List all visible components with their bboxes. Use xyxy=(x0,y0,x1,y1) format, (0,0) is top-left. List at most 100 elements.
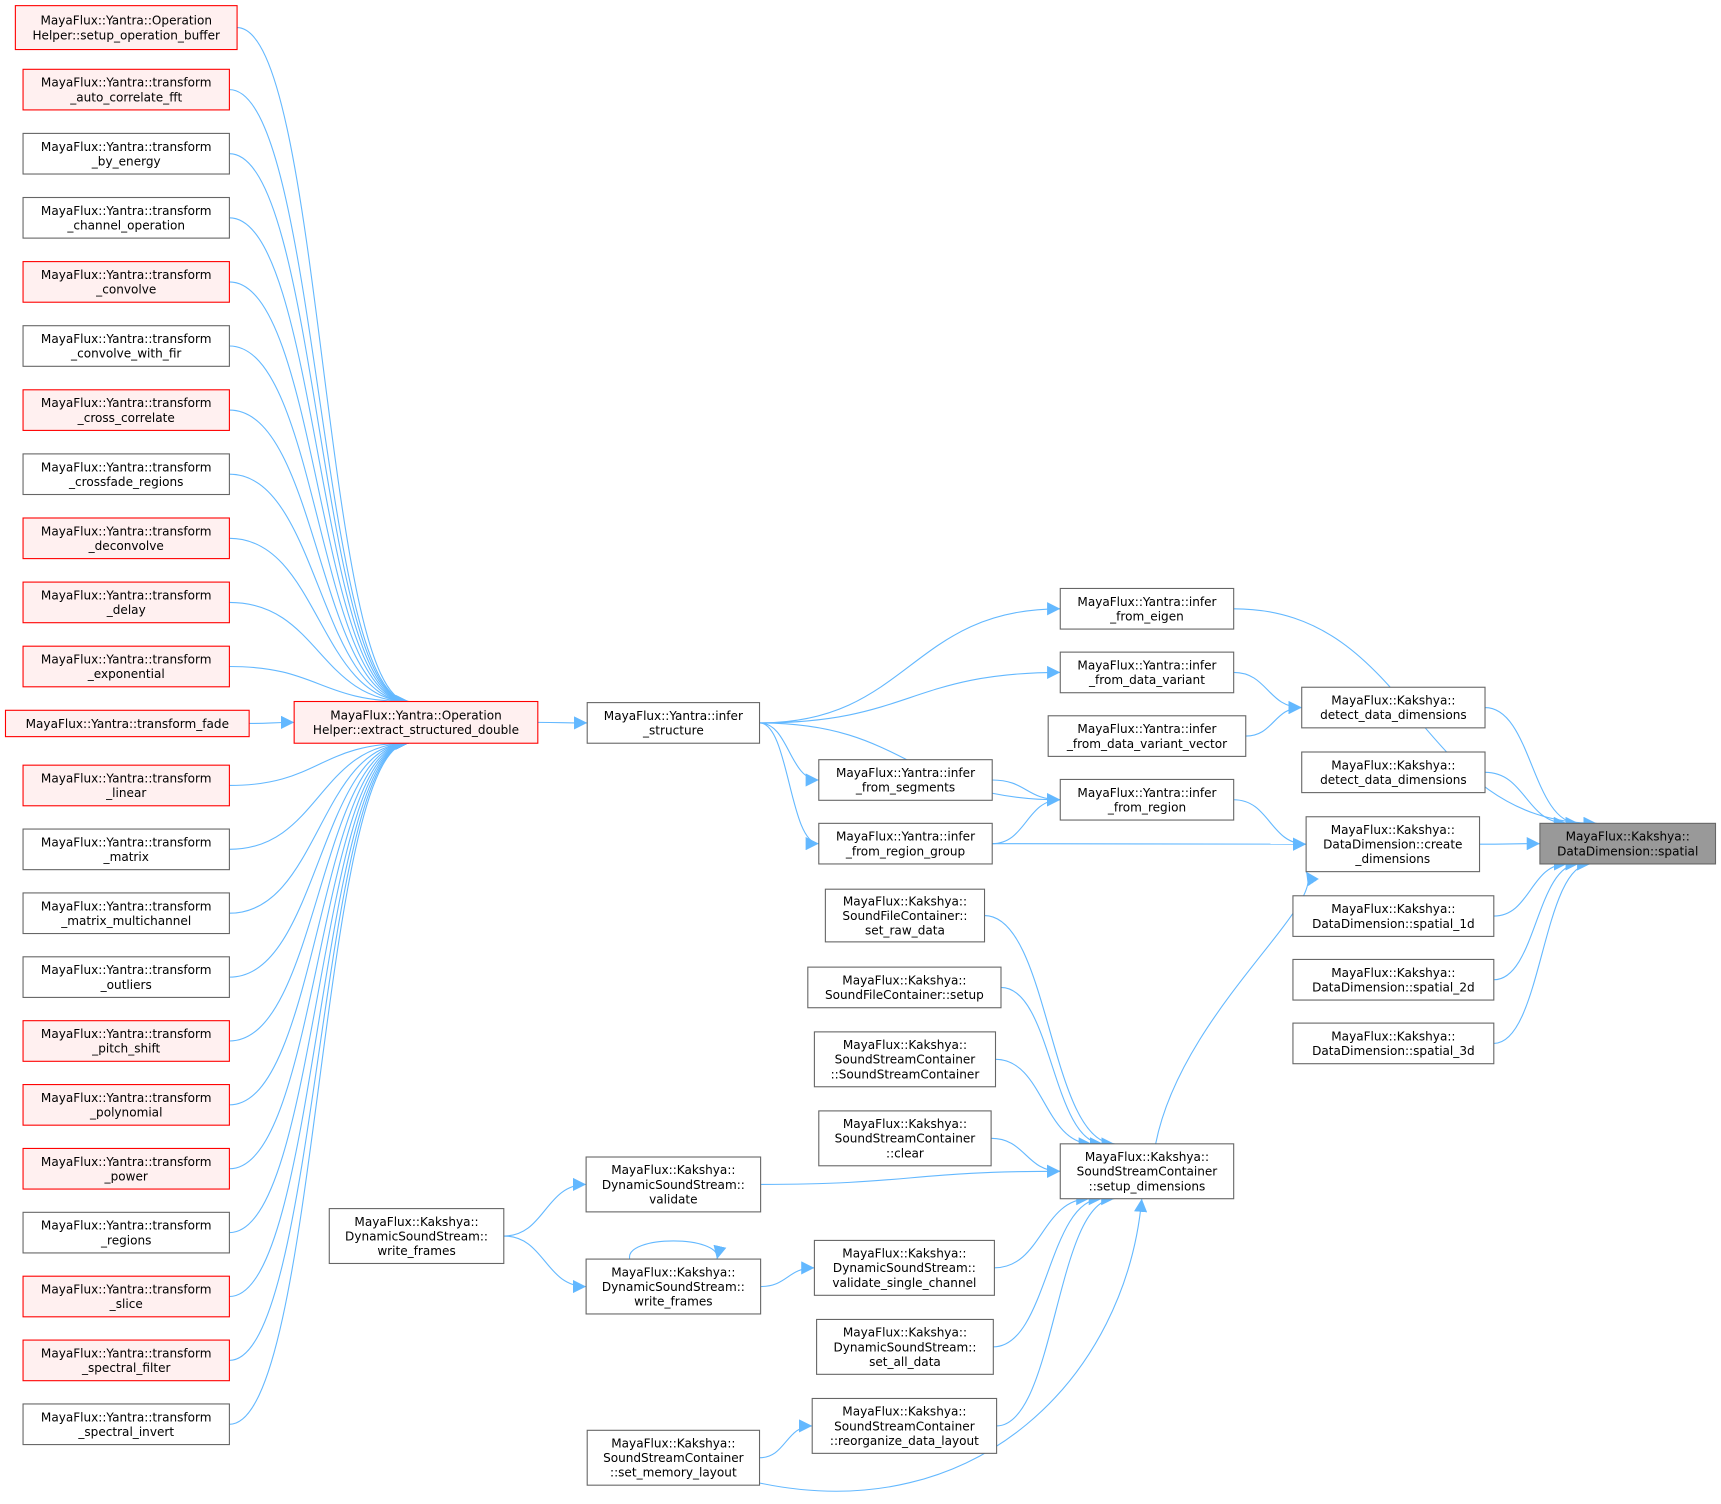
node-infer-from-eigen[interactable]: MayaFlux::Yantra::infer_from_eigen xyxy=(1059,587,1235,630)
node-label-line: MayaFlux::Yantra::transform xyxy=(41,1219,212,1233)
node-label-line: DataDimension::create xyxy=(1323,838,1462,852)
node-polynomial[interactable]: MayaFlux::Yantra::transform_polynomial xyxy=(22,1084,230,1126)
node-channel-operation[interactable]: MayaFlux::Yantra::transform_channel_oper… xyxy=(22,196,230,239)
node-spatial-2d[interactable]: MayaFlux::Kakshya::DataDimension::spatia… xyxy=(1292,958,1495,1001)
edge-convolve_with_fir-to-extract_structured_double xyxy=(229,345,409,709)
node-box xyxy=(14,5,238,51)
node-label: MayaFlux::Kakshya::DataDimension::spatia… xyxy=(1312,902,1475,931)
node-outliers[interactable]: MayaFlux::Yantra::transform_outliers xyxy=(22,956,230,998)
node-label: MayaFlux::Kakshya::detect_data_dimension… xyxy=(1320,694,1467,723)
node-box xyxy=(22,581,230,624)
node-ssc-ctor[interactable]: MayaFlux::Kakshya::SoundStreamContainer:… xyxy=(813,1031,997,1088)
node-label-line: MayaFlux::Yantra::transform xyxy=(41,204,212,218)
node-label-line: DataDimension::spatial xyxy=(1557,844,1698,858)
node-box xyxy=(4,709,250,738)
node-convolve-with-fir[interactable]: MayaFlux::Yantra::transform_convolve_wit… xyxy=(22,325,230,367)
node-delay[interactable]: MayaFlux::Yantra::transform_delay xyxy=(22,581,230,624)
node-label-line: _spectral_invert xyxy=(77,1425,174,1439)
node-matrix[interactable]: MayaFlux::Yantra::transform_matrix xyxy=(22,828,230,871)
node-auto-correlate-fft[interactable]: MayaFlux::Yantra::transform_auto_correla… xyxy=(22,68,230,111)
node-label: MayaFlux::Yantra::transform_auto_correla… xyxy=(41,76,212,105)
node-create-dimensions[interactable]: MayaFlux::Kakshya::DataDimension::create… xyxy=(1305,816,1481,873)
node-linear[interactable]: MayaFlux::Yantra::transform_linear xyxy=(22,764,230,807)
node-set-raw-data[interactable]: MayaFlux::Kakshya::SoundFileContainer::s… xyxy=(824,888,986,943)
node-label-line: MayaFlux::Kakshya:: xyxy=(1331,694,1455,708)
node-label: MayaFlux::Yantra::transform_convolve_wit… xyxy=(41,332,212,361)
node-setup-dimensions[interactable]: MayaFlux::Kakshya::SoundStreamContainer:… xyxy=(1059,1143,1235,1200)
node-slice[interactable]: MayaFlux::Yantra::transform_slice xyxy=(22,1275,230,1318)
node-label-line: ::clear xyxy=(886,1146,924,1160)
node-label: MayaFlux::Yantra::infer_from_region xyxy=(1077,786,1216,815)
node-dss-write-frames-right[interactable]: MayaFlux::Kakshya::DynamicSoundStream::w… xyxy=(585,1258,762,1315)
node-box xyxy=(22,196,230,239)
node-matrix-multichannel[interactable]: MayaFlux::Yantra::transform_matrix_multi… xyxy=(22,892,230,935)
node-regions[interactable]: MayaFlux::Yantra::transform_regions xyxy=(22,1211,230,1254)
node-box xyxy=(328,1208,505,1265)
node-box xyxy=(22,132,230,175)
node-power[interactable]: MayaFlux::Yantra::transform_power xyxy=(22,1147,230,1190)
node-dss-write-frames-left[interactable]: MayaFlux::Kakshya::DynamicSoundStream::w… xyxy=(328,1208,505,1265)
node-label-line: SoundStreamContainer xyxy=(834,1419,975,1433)
node-fade[interactable]: MayaFlux::Yantra::transform_fade xyxy=(4,709,250,738)
node-set-all-data[interactable]: MayaFlux::Kakshya::DynamicSoundStream::s… xyxy=(816,1318,994,1375)
node-box xyxy=(22,828,230,871)
node-set-memory-layout[interactable]: MayaFlux::Kakshya::SoundStreamContainer:… xyxy=(586,1429,761,1486)
node-by-energy[interactable]: MayaFlux::Yantra::transform_by_energy xyxy=(22,132,230,175)
node-label-line: MayaFlux::Yantra::transform xyxy=(41,772,212,786)
edge-validate_single_channel-to-setup_dimensions xyxy=(994,1192,1090,1269)
node-infer-from-data-variant-vector[interactable]: MayaFlux::Yantra::infer_from_data_varian… xyxy=(1047,715,1247,757)
node-infer-from-data-variant[interactable]: MayaFlux::Yantra::infer_from_data_varian… xyxy=(1059,651,1235,694)
node-label-line: _from_region xyxy=(1107,800,1186,814)
node-spatial-3d[interactable]: MayaFlux::Kakshya::DataDimension::spatia… xyxy=(1292,1022,1495,1065)
node-spatial-1d[interactable]: MayaFlux::Kakshya::DataDimension::spatia… xyxy=(1292,895,1495,937)
node-box xyxy=(818,822,993,865)
node-ssc-clear[interactable]: MayaFlux::Kakshya::SoundStreamContainer:… xyxy=(818,1110,992,1167)
edge-convolve-to-extract_structured_double xyxy=(229,281,409,709)
node-label-line: MayaFlux::Yantra::infer xyxy=(836,766,975,780)
node-label: MayaFlux::Yantra::transform_cross_correl… xyxy=(41,396,212,425)
node-box xyxy=(1292,1022,1495,1065)
edge-polynomial-to-extract_structured_double xyxy=(229,736,409,1106)
node-validate-single-channel[interactable]: MayaFlux::Kakshya::DynamicSoundStream::v… xyxy=(813,1239,995,1296)
node-deconvolve[interactable]: MayaFlux::Yantra::transform_deconvolve xyxy=(22,517,230,560)
edge-linear-to-extract_structured_double xyxy=(229,736,409,787)
node-label-line: DynamicSoundStream:: xyxy=(833,1261,976,1275)
node-infer-from-region[interactable]: MayaFlux::Yantra::infer_from_region xyxy=(1059,778,1235,821)
node-spatial[interactable]: MayaFlux::Kakshya::DataDimension::spatia… xyxy=(1539,822,1717,865)
node-convolve[interactable]: MayaFlux::Yantra::transform_convolve xyxy=(22,261,230,303)
node-infer-structure[interactable]: MayaFlux::Yantra::infer_structure xyxy=(586,702,761,744)
node-label: MayaFlux::Yantra::transform_spectral_inv… xyxy=(41,1410,212,1439)
node-label-line: SoundFileContainer::setup xyxy=(825,988,984,1002)
node-crossfade-regions[interactable]: MayaFlux::Yantra::transform_crossfade_re… xyxy=(22,453,230,496)
edge-spectral_invert-to-extract_structured_double xyxy=(229,736,409,1425)
node-spectral-invert[interactable]: MayaFlux::Yantra::transform_spectral_inv… xyxy=(22,1403,230,1446)
edge-infer_structure-to-infer_from_data_variant xyxy=(759,665,1061,724)
node-label-line: MayaFlux::Yantra::transform xyxy=(41,1346,212,1360)
node-infer-from-segments[interactable]: MayaFlux::Yantra::infer_from_segments xyxy=(818,759,993,801)
node-label-line: DynamicSoundStream:: xyxy=(345,1229,488,1243)
edge-exponential-to-extract_structured_double xyxy=(229,665,409,709)
node-pitch-shift[interactable]: MayaFlux::Yantra::transform_pitch_shift xyxy=(22,1020,230,1062)
edge-sfc_setup-to-setup_dimensions xyxy=(1000,986,1104,1151)
node-detect-data-dimensions-2[interactable]: MayaFlux::Kakshya::detect_data_dimension… xyxy=(1301,751,1486,794)
node-label-line: MayaFlux::Yantra::infer xyxy=(836,830,975,844)
node-label: MayaFlux::Kakshya::SoundStreamContainer:… xyxy=(830,1405,979,1448)
node-label: MayaFlux::Yantra::transform_outliers xyxy=(41,963,212,992)
node-spectral-filter[interactable]: MayaFlux::Yantra::transform_spectral_fil… xyxy=(22,1339,230,1382)
node-reorganize-data-layout[interactable]: MayaFlux::Kakshya::SoundStreamContainer:… xyxy=(811,1397,998,1454)
node-label-line: Helper::setup_operation_buffer xyxy=(32,28,220,42)
edge-dss_write_frames_left-to-dss_validate xyxy=(503,1177,587,1237)
node-detect-data-dimensions-1[interactable]: MayaFlux::Kakshya::detect_data_dimension… xyxy=(1301,686,1486,729)
node-infer-from-region-group[interactable]: MayaFlux::Yantra::infer_from_region_grou… xyxy=(818,822,993,865)
node-label-line: MayaFlux::Kakshya:: xyxy=(842,1405,966,1419)
node-box xyxy=(22,453,230,496)
node-exponential[interactable]: MayaFlux::Yantra::transform_exponential xyxy=(22,645,230,688)
node-cross-correlate[interactable]: MayaFlux::Yantra::transform_cross_correl… xyxy=(22,389,230,431)
node-dss-validate[interactable]: MayaFlux::Kakshya::DynamicSoundStream::v… xyxy=(585,1156,762,1213)
node-sfc-setup[interactable]: MayaFlux::Kakshya::SoundFileContainer::s… xyxy=(807,966,1002,1009)
node-box xyxy=(22,1020,230,1062)
node-box xyxy=(807,966,1002,1009)
